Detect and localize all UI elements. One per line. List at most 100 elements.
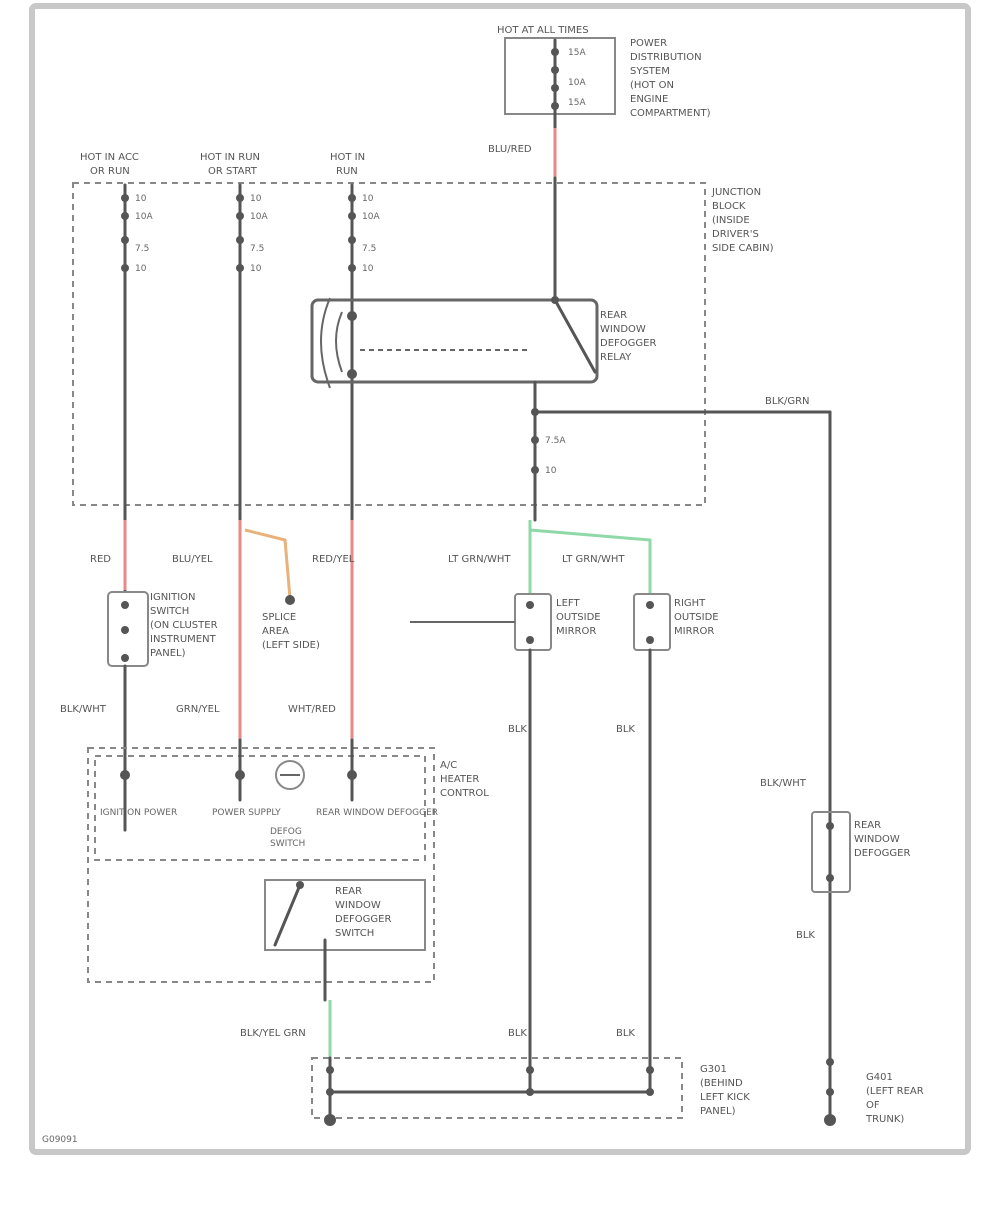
wire-red-label: RED [90, 554, 111, 565]
ground-splice [311, 1057, 683, 1119]
col2-head-1: OR START [208, 166, 258, 177]
g-left-0: G301 [700, 1064, 727, 1075]
blk-label-1: BLK [508, 724, 527, 735]
top-right-label-2: SYSTEM [630, 66, 670, 77]
relay-fuse-1: 10 [545, 466, 557, 476]
g-left-2: LEFT KICK [700, 1092, 750, 1103]
blk-label-2: BLK [616, 724, 635, 735]
top-fuse-1: 15A [568, 48, 586, 58]
wire-blu-label: BLU/YEL [172, 554, 213, 565]
heater-r-1: OUTSIDE [674, 612, 719, 623]
ac-control-0: A/C [440, 760, 457, 771]
col3-head-1: RUN [336, 166, 358, 177]
g-left-1: (BEHIND [700, 1078, 743, 1089]
top-fuse-box [504, 37, 616, 115]
ignition-switch: IGNITION SWITCH (ON CLUSTER INSTRUMENT P… [107, 591, 218, 667]
col3-fuse-0: 10 [362, 194, 374, 204]
junction-label-0: JUNCTION [711, 187, 761, 198]
col1-fuse-2: 7.5 [135, 244, 149, 254]
heater-l-2: MIRROR [556, 626, 596, 637]
ign-label-4: PANEL) [150, 648, 186, 659]
wire-defog-top: BLK/WHT [760, 778, 807, 789]
top-fuse-2: 10A [568, 78, 586, 88]
heater-l-1: OUTSIDE [556, 612, 601, 623]
wire-lgn1-label: LT GRN/WHT [448, 554, 511, 565]
ac-inner-1: SWITCH [270, 839, 305, 849]
wire-lgn2-label: LT GRN/WHT [562, 554, 625, 565]
junction-label-3: DRIVER'S [712, 229, 759, 240]
col2-fuse-2: 7.5 [250, 244, 264, 254]
ign-label-2: (ON CLUSTER [150, 620, 218, 631]
defogger-grid-2: DEFOGGER [854, 848, 910, 859]
ground-note-1: AREA [262, 626, 289, 637]
ac-heater-control: A/C HEATER CONTROL IGNITION POWER POWER … [87, 738, 489, 983]
top-right-label-1: DISTRIBUTION [630, 52, 702, 63]
wire-grn2-label: WHT/RED [288, 704, 336, 715]
ac-inner-label-1: POWER SUPPLY [212, 808, 281, 818]
junction-label-1: BLOCK [712, 201, 746, 212]
col2-head-0: HOT IN RUN [200, 152, 260, 163]
ground-note-2: (LEFT SIDE) [262, 640, 320, 651]
left-mirror-heater: LEFT OUTSIDE MIRROR [410, 593, 601, 651]
defogger-relay: REAR WINDOW DEFOGGER RELAY [310, 296, 656, 389]
g-right-0: G401 [866, 1072, 893, 1083]
ground-note-0: SPLICE [262, 612, 296, 623]
col2-fuse-3: 10 [250, 264, 262, 274]
diagram-frame [29, 3, 971, 1155]
relay-label-2: DEFOGGER [600, 338, 656, 349]
rear-defogger-grid: REAR WINDOW DEFOGGER [811, 811, 910, 893]
fuse-column-3: 10 10A 7.5 10 [348, 183, 380, 522]
top-right-label-3: (HOT ON [630, 80, 674, 91]
heater-r-0: RIGHT [674, 598, 706, 609]
wire-yel-label: RED/YEL [312, 554, 355, 565]
top-box-label: HOT AT ALL TIMES [497, 25, 589, 36]
relay-label-0: REAR [600, 310, 627, 321]
col2-fuse-1: 10A [250, 212, 268, 222]
heater-r-2: MIRROR [674, 626, 714, 637]
g-right-2: OF [866, 1100, 880, 1111]
switch-label-1: WINDOW [335, 900, 381, 911]
ign-label-1: SWITCH [150, 606, 189, 617]
col1-head-0: HOT IN ACC [80, 152, 139, 163]
col3-fuse-3: 10 [362, 264, 374, 274]
wire-grn-label: GRN/YEL [176, 704, 220, 715]
blk-label-4: BLK [616, 1028, 635, 1039]
junction-block [72, 182, 706, 506]
ac-inner-label-0: IGNITION POWER [100, 808, 177, 818]
relay-fuse-0: 7.5A [545, 436, 566, 446]
top-right-label-5: COMPARTMENT) [630, 108, 711, 119]
ac-control-1: HEATER [440, 774, 479, 785]
diagram-code: G09091 [42, 1135, 78, 1145]
col3-fuse-2: 7.5 [362, 244, 376, 254]
heater-l-0: LEFT [556, 598, 580, 609]
col1-fuse-0: 10 [135, 194, 147, 204]
top-right-label-4: ENGINE [630, 94, 668, 105]
ac-inner-label-2: REAR WINDOW DEFOGGER [316, 808, 438, 818]
junction-label-4: SIDE CABIN) [712, 243, 774, 254]
relay-label-1: WINDOW [600, 324, 646, 335]
col3-head-0: HOT IN [330, 152, 365, 163]
right-mirror-heater: RIGHT OUTSIDE MIRROR [633, 593, 719, 651]
wire-blk1-label: BLK/WHT [60, 704, 107, 715]
col1-head-1: OR RUN [90, 166, 130, 177]
blk-label-5: BLK [796, 930, 815, 941]
junction-label-2: (INSIDE [712, 215, 750, 226]
ac-control-2: CONTROL [440, 788, 489, 799]
switch-label-3: SWITCH [335, 928, 374, 939]
ac-inner-0: DEFOG [270, 827, 302, 837]
relay-label-3: RELAY [600, 352, 632, 363]
col3-fuse-1: 10A [362, 212, 380, 222]
g-right-3: TRUNK) [865, 1114, 904, 1125]
ign-label-0: IGNITION [150, 592, 196, 603]
col2-fuse-0: 10 [250, 194, 262, 204]
wire-bottom-label: BLK/YEL GRN [240, 1028, 306, 1039]
fuse-column-2: 10 10A 7.5 10 [236, 183, 268, 522]
g-right-1: (LEFT REAR [866, 1086, 924, 1097]
top-wire-label: BLU/RED [488, 144, 532, 155]
top-fuse-3: 15A [568, 98, 586, 108]
top-right-label-0: POWER [630, 38, 667, 49]
switch-label-0: REAR [335, 886, 362, 897]
ign-label-3: INSTRUMENT [150, 634, 217, 645]
col1-fuse-1: 10A [135, 212, 153, 222]
